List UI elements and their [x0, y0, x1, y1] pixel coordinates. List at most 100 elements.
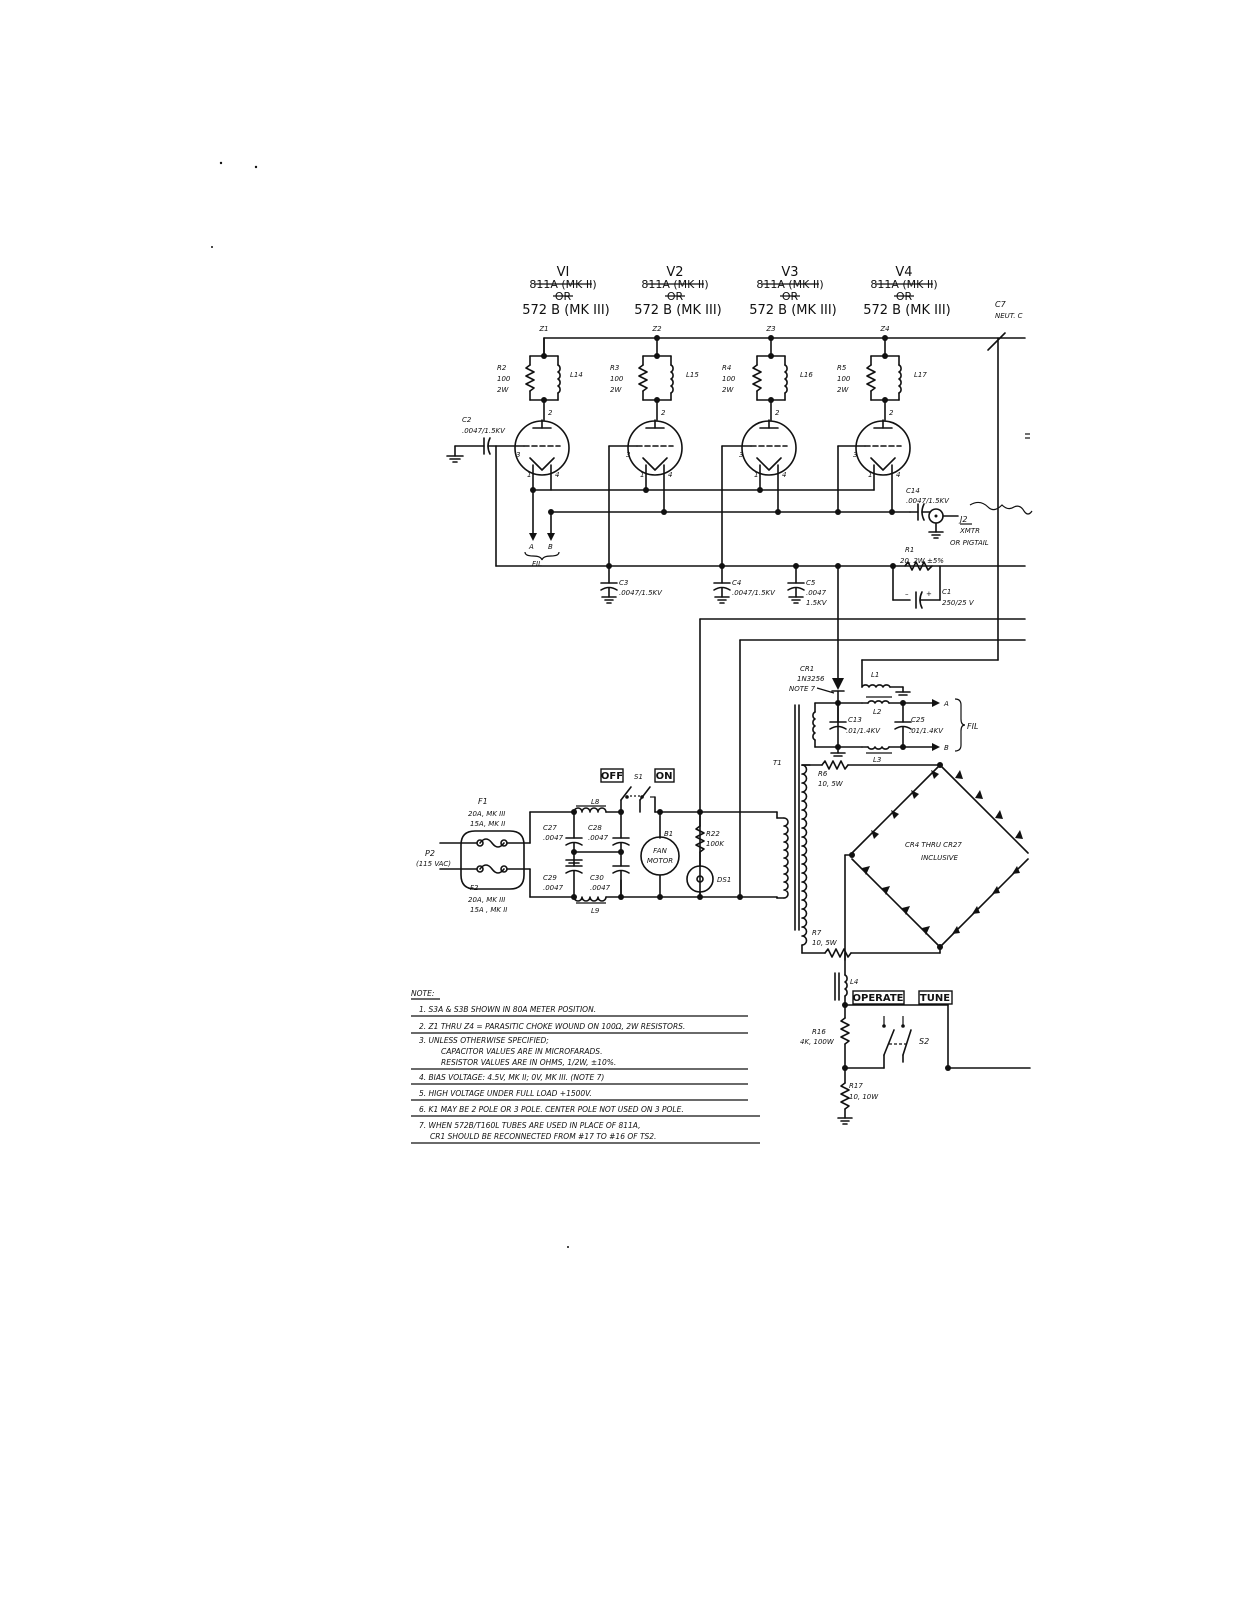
c1-plus: + — [926, 590, 932, 598]
r22-value: 100K — [706, 840, 725, 848]
c29-label: C29 — [543, 874, 557, 882]
r6-value: 10, 5W — [818, 780, 844, 788]
fan-label: FAN — [653, 847, 667, 855]
bridge-rectifier: CR4 THRU CR27 INCLUSIVE — [844, 762, 1029, 961]
fil-label: FIL — [532, 560, 542, 568]
choke-label: Z4 — [879, 325, 889, 333]
line-filter: L8 L9 C27 .0047 C29 .0047 C28 .004 — [543, 798, 630, 915]
ind-ref: L15 — [686, 371, 699, 379]
res-val: 100 — [497, 375, 511, 383]
out-a-label: A — [943, 700, 949, 708]
tube-ref: VI — [557, 265, 570, 280]
ac-input: F1 20A, MK III 15A, MK II P2 (115 VAC) F… — [416, 797, 575, 914]
c5-label: C5 — [806, 579, 816, 587]
note-item: CR1 SHOULD BE RECONNECTED FROM #17 TO #1… — [430, 1132, 656, 1141]
l3-label: L3 — [873, 756, 881, 764]
speck — [567, 1246, 569, 1248]
r1-label: R1 — [905, 546, 914, 554]
ds1-label: DS1 — [717, 876, 731, 884]
c5-voltage: 1.5KV — [806, 599, 828, 607]
r16-value: 4K, 100W — [800, 1038, 835, 1046]
s2-label: S2 — [919, 1037, 929, 1046]
c27-value: .0047 — [543, 834, 564, 842]
note-item: RESISTOR VALUES ARE IN OHMS, 1/2W, ±10%. — [441, 1058, 616, 1067]
on-label: ON — [656, 771, 673, 782]
res-ref: R2 — [497, 364, 507, 372]
pin-num: 1 — [527, 471, 531, 479]
res-val: 100 — [837, 375, 851, 383]
out-b-label: B — [944, 744, 949, 752]
pin-numbers: 2 3 1 4 2 3 1 4 2 3 1 4 2 3 1 4 — [516, 409, 900, 479]
note-item: 1. S3A & S3B SHOWN IN 80A METER POSITION… — [419, 1005, 596, 1014]
pin-num: 3 — [626, 451, 630, 459]
f2-value-2: 15A , MK II — [470, 906, 507, 914]
switch-s2[interactable]: OPERATE TUNE S2 — [852, 990, 953, 1069]
pin-num: 4 — [668, 471, 672, 479]
off-box — [600, 768, 624, 783]
b1-label: B1 — [664, 830, 673, 838]
r17-value: 10, 10W — [849, 1093, 879, 1101]
switch-s1[interactable]: OFF S1 ON — [600, 768, 675, 898]
transformer-t1: T1 — [773, 704, 811, 946]
pin-num: 3 — [739, 451, 743, 459]
choke-z4 — [866, 337, 902, 421]
pin-num: 4 — [896, 471, 900, 479]
fil-output-label: FIL — [967, 722, 978, 731]
choke-z2 — [638, 337, 674, 421]
l1-label: L1 — [871, 671, 879, 679]
operate-tune-section: L4 R16 4K, 100W R17 10, 10W — [800, 952, 1031, 1125]
note-item: 6. K1 MAY BE 2 POLE OR 3 POLE. CENTER PO… — [419, 1105, 684, 1114]
c7-sublabel: NEUT. C — [995, 312, 1023, 320]
note-item: 3. UNLESS OTHERWISE SPECIFIED; — [419, 1036, 549, 1045]
speck — [211, 246, 213, 248]
motor-label: MOTOR — [647, 857, 673, 865]
c1-label: C1 — [942, 588, 951, 596]
c14-label: C14 — [906, 487, 920, 495]
fan-motor-b1: B1 FAN MOTOR — [640, 811, 680, 898]
tube-v3 — [721, 419, 797, 513]
c3-label: C3 — [619, 579, 628, 587]
filament-secondary: C13 .01/1.4KV L2 A C25 .01/1.4KV L3 B FI… — [812, 696, 978, 764]
note-item: 2. Z1 THRU Z4 = PARASITIC CHOKE WOUND ON… — [419, 1022, 685, 1031]
c28-label: C28 — [588, 824, 602, 832]
capacitor-c4: C4 .0047/1.5KV — [713, 565, 776, 604]
operate-box — [852, 990, 905, 1005]
j2-label: J2 — [958, 515, 967, 524]
res-watt: 2W — [722, 386, 734, 394]
fil-a-label: A — [528, 543, 534, 551]
r7-label: R7 — [812, 929, 822, 937]
on-box — [654, 768, 675, 783]
right-side-leads — [699, 433, 1030, 898]
r6-label: R6 — [818, 770, 828, 778]
tube-new-type: 572 B (MK III) — [522, 303, 610, 318]
cr4-label: CR4 THRU CR27 — [905, 841, 962, 849]
res-val: 100 — [722, 375, 736, 383]
c25-value: .01/1.4KV — [909, 727, 944, 735]
c29-value: .0047 — [543, 884, 564, 892]
pin-num: 1 — [754, 471, 758, 479]
res-watt: 2W — [497, 386, 509, 394]
tube-v2 — [608, 419, 683, 513]
c25-label: C25 — [911, 716, 925, 724]
connector-j2[interactable]: J2 XMTR OR PIGTAIL — [928, 501, 1033, 547]
note-item: 4. BIAS VOLTAGE: 4.5V, MK II; 0V, MK III… — [419, 1073, 604, 1082]
inductor-l1: L1 — [861, 659, 911, 696]
tube-title-v3: V3 811A (MK II) OR 572 B (MK III) — [749, 265, 837, 318]
notes-title: NOTE: — [411, 989, 434, 998]
j2-pigtail: OR PIGTAIL — [950, 539, 989, 547]
cr4-sublabel: INCLUSIVE — [921, 854, 959, 862]
ind-ref: L16 — [800, 371, 813, 379]
capacitor-c2: C2 .0047/1.5KV — [446, 416, 506, 463]
tube-ref: V2 — [666, 265, 683, 280]
t1-label: T1 — [773, 759, 782, 767]
c1-minus: – — [905, 590, 909, 598]
plate-bus — [543, 335, 1026, 661]
tune-box — [918, 990, 953, 1005]
c13-label: C13 — [848, 716, 862, 724]
tube-v4 — [837, 419, 911, 513]
capacitor-c1: – + C1 250/25 V — [892, 565, 975, 609]
choke-label: Z1 — [538, 325, 548, 333]
pin-num: 4 — [782, 471, 786, 479]
res-watt: 2W — [610, 386, 622, 394]
